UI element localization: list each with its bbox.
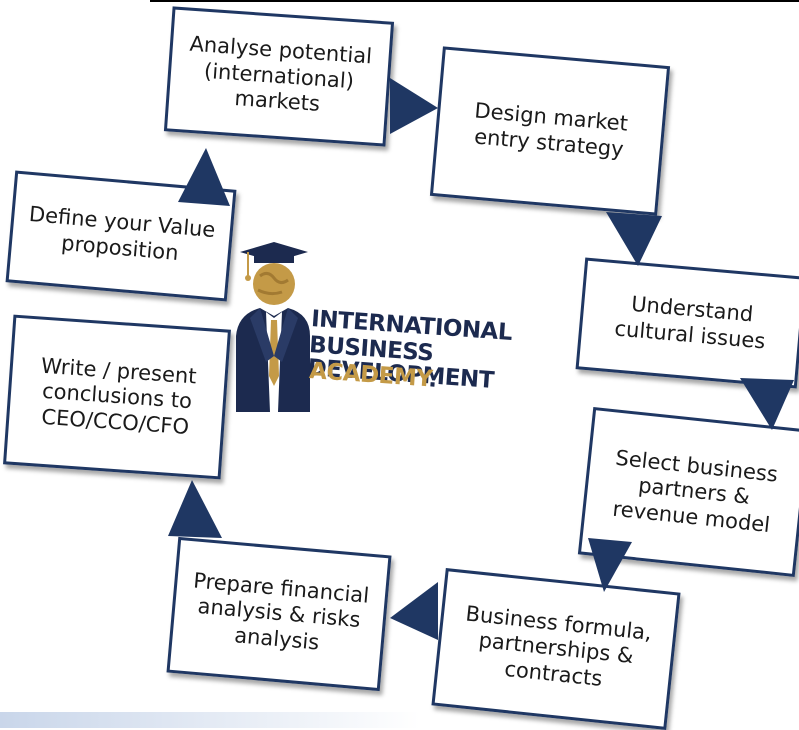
step-analyse-markets: Analyse potential (international) market…: [163, 6, 395, 147]
step-design-label: Design market entry strategy: [473, 98, 629, 162]
arrow-up-icon: [178, 148, 230, 206]
step-select-label: Select business partners & revenue model: [611, 445, 780, 537]
arrow-down-icon: [740, 378, 794, 430]
step-prepare-label: Prepare financial analysis & risks analy…: [192, 568, 371, 655]
step-business-formula: Business formula, partnerships & contrac…: [431, 568, 681, 730]
step-understand-culture: Understand cultural issues: [575, 257, 799, 389]
top-border-line: [150, 0, 799, 2]
step-understand-label: Understand cultural issues: [613, 292, 767, 354]
arrow-right-icon: [390, 78, 438, 134]
step-write-label: Write / present conclusions to CEO/CCO/C…: [40, 353, 198, 439]
arrow-down-icon: [606, 212, 662, 266]
arrow-up-icon: [168, 480, 222, 538]
arrow-left-icon: [390, 582, 438, 640]
bottom-shade: [0, 712, 420, 728]
logo-line-3: ACADEMY.: [308, 358, 437, 393]
step-write-conclusions: Write / present conclusions to CEO/CCO/C…: [3, 314, 231, 480]
step-analyse-label: Analyse potential (international) market…: [188, 31, 373, 117]
step-prepare-analysis: Prepare financial analysis & risks analy…: [166, 536, 392, 692]
graduate-globe-icon: [236, 242, 310, 412]
arrow-down-icon: [588, 538, 632, 592]
academy-logo: INTERNATIONAL BUSINESS DEVELOPMENT ACADE…: [230, 236, 570, 416]
step-design-strategy: Design market entry strategy: [429, 46, 671, 216]
step-define-label: Define your Value proposition: [28, 202, 217, 266]
step-formula-label: Business formula, partnerships & contrac…: [464, 601, 653, 691]
